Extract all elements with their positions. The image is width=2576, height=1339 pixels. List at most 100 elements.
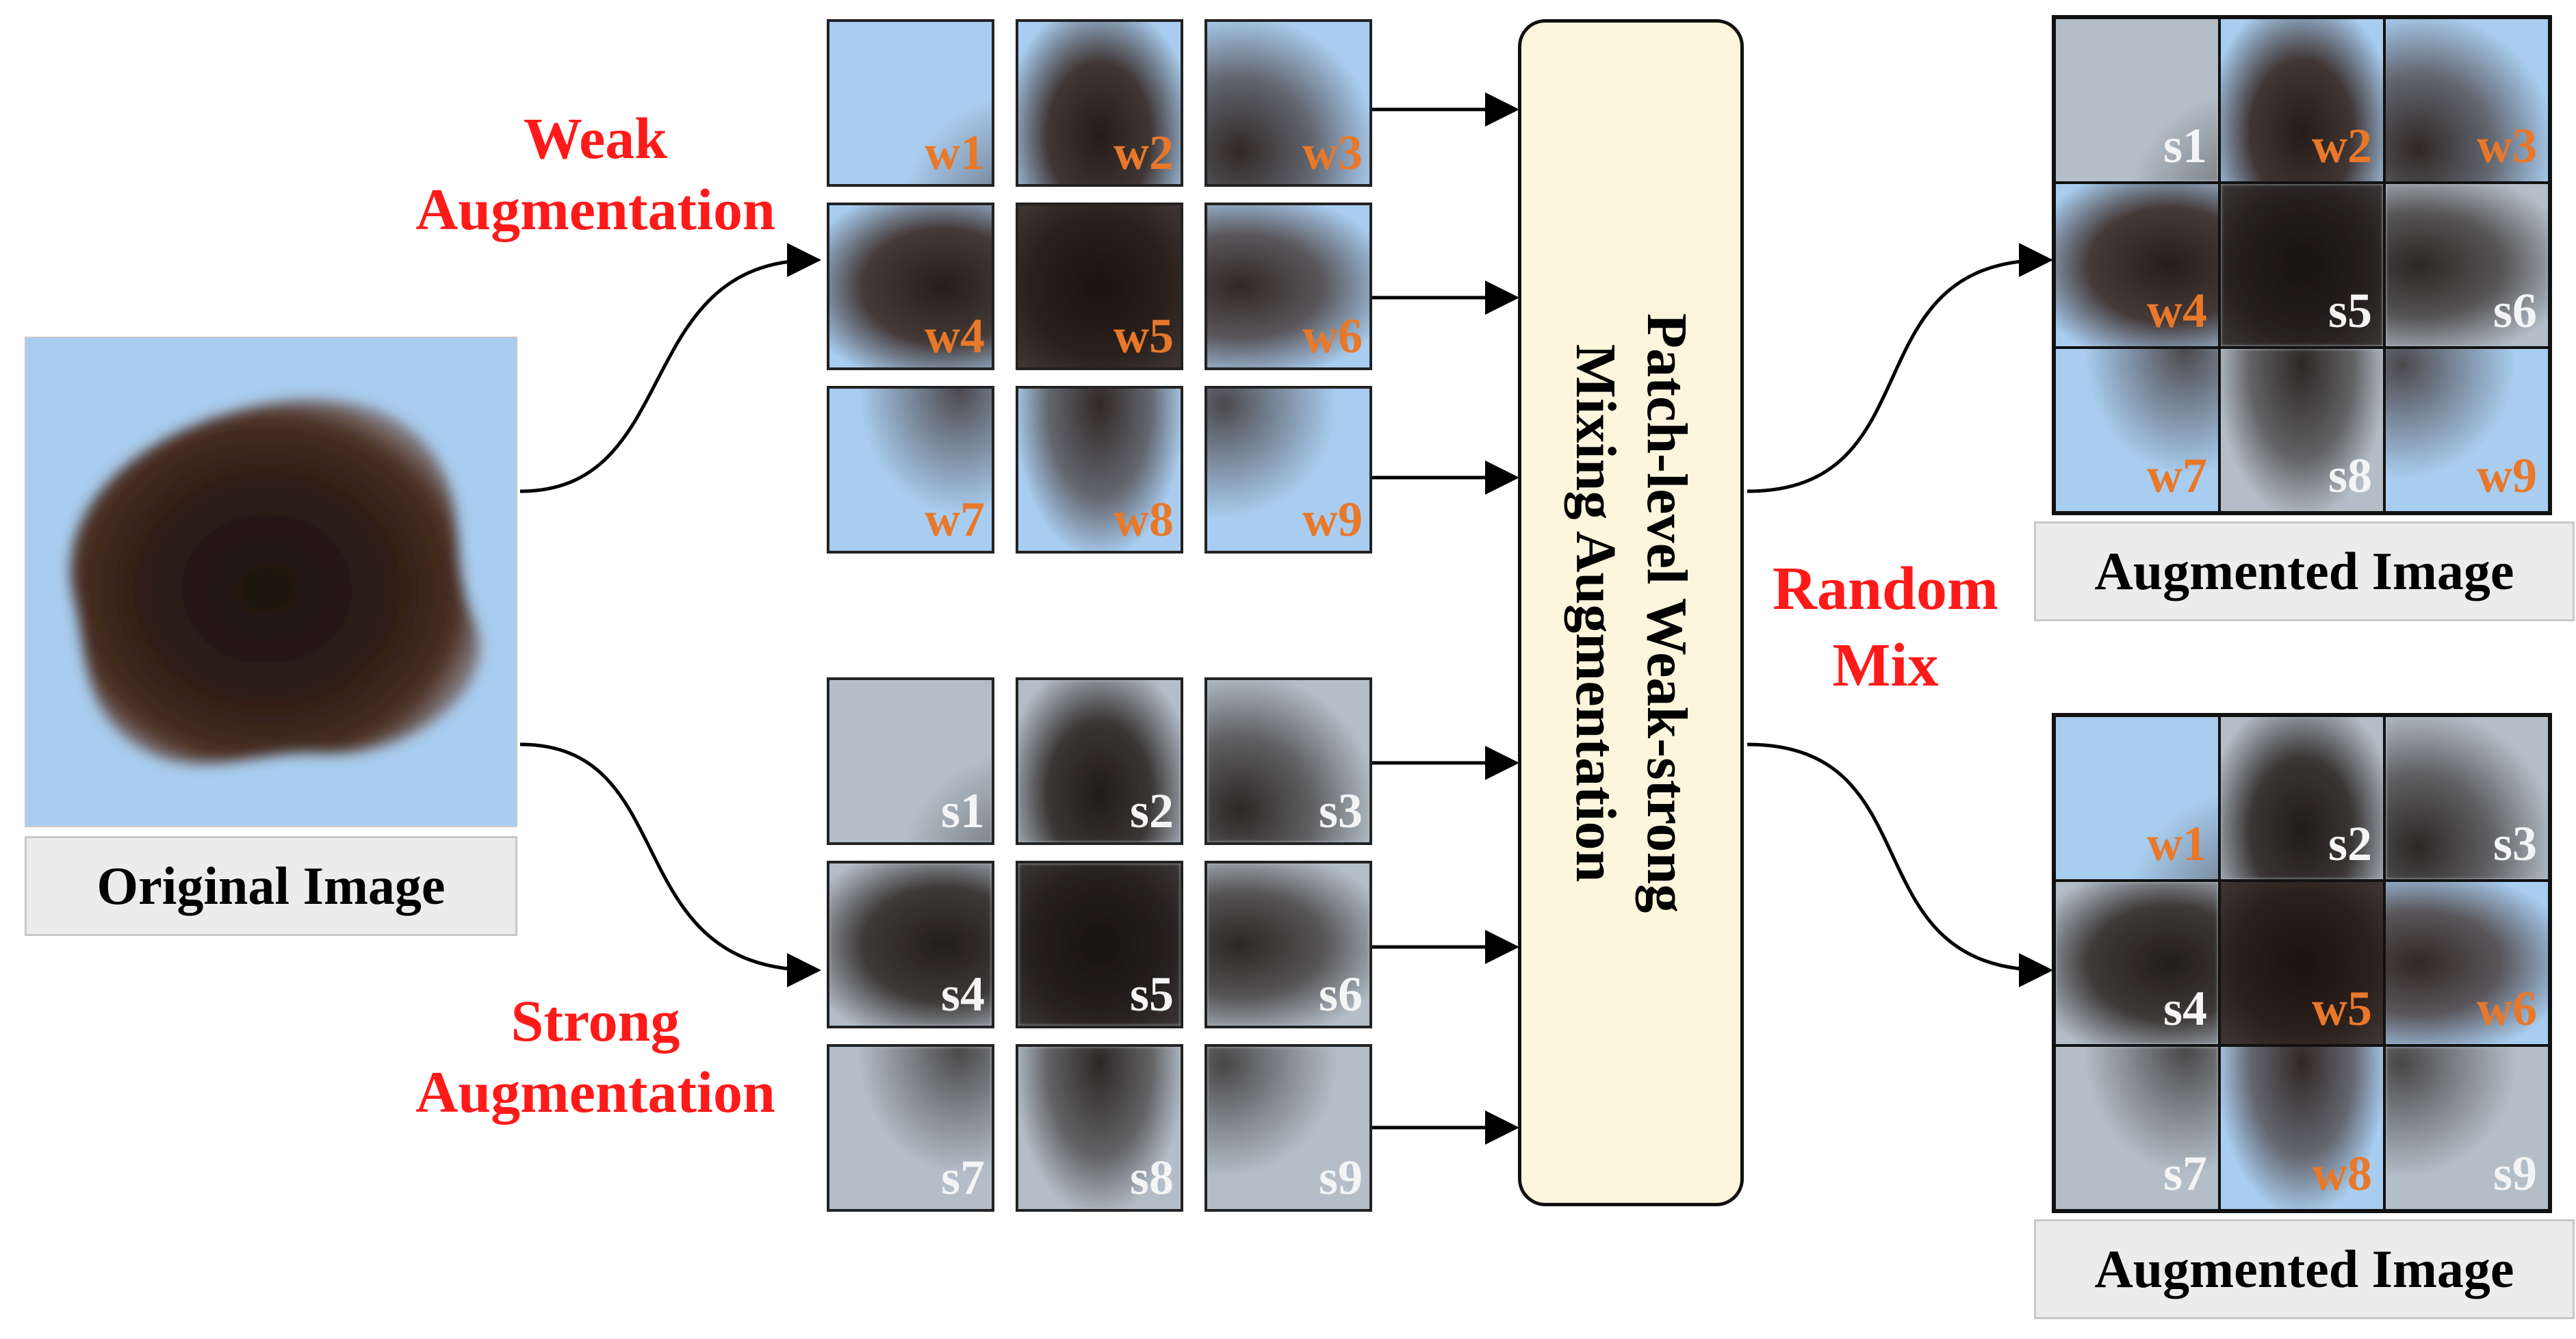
patch-label: s5 xyxy=(1129,967,1174,1022)
patch-label: s6 xyxy=(2493,283,2537,338)
weak-title-line1: Weak xyxy=(523,105,668,171)
patch-label: s2 xyxy=(2328,816,2372,871)
lesion-patch-fill xyxy=(829,1047,992,1209)
patch-label: s8 xyxy=(1129,1150,1174,1205)
lesion-patch-fill xyxy=(829,389,992,551)
lesion-patch-fill xyxy=(1207,22,1369,184)
strong-patch-s5: s5 xyxy=(1016,861,1183,1028)
strong-augmentation-label: Strong Augmentation xyxy=(370,985,821,1128)
output-patch-w8: w8 xyxy=(2219,1045,2384,1210)
weak-patch-w1: w1 xyxy=(827,19,994,187)
lesion-patch-fill xyxy=(1018,22,1181,184)
patch-label: w1 xyxy=(925,125,985,180)
lesion-patch-fill xyxy=(1018,1047,1181,1209)
lesion-patch-fill xyxy=(2221,717,2383,879)
patch-label: w6 xyxy=(1302,309,1363,363)
patch-label: s6 xyxy=(1318,967,1363,1022)
random-mix-label: Random Mix xyxy=(1742,551,2029,704)
lesion-patch-fill xyxy=(2221,19,2383,181)
strong-patch-s7: s7 xyxy=(827,1044,994,1212)
output-patch-s1: s1 xyxy=(2055,18,2219,183)
original-caption-text: Original Image xyxy=(96,856,446,915)
lesion-patch-fill xyxy=(1018,680,1181,842)
weak-patch-w4: w4 xyxy=(827,203,994,370)
patch-label: w6 xyxy=(2477,981,2537,1036)
mixing-box-line1: Patch-level Weak-strong xyxy=(1635,313,1699,913)
patch-label: s7 xyxy=(2163,1146,2207,1201)
patch-label: w2 xyxy=(2312,118,2372,173)
patch-label: w4 xyxy=(925,309,985,363)
weak-patch-w5: w5 xyxy=(1016,203,1183,370)
weak-patch-w9: w9 xyxy=(1205,386,1372,554)
patch-label: s9 xyxy=(1318,1150,1363,1205)
output-patch-s6: s6 xyxy=(2384,183,2549,348)
lesion-patch-fill xyxy=(1018,863,1181,1026)
patch-label: s7 xyxy=(940,1150,985,1205)
patch-label: s5 xyxy=(2328,283,2372,338)
lesion-patch-fill xyxy=(1018,389,1181,551)
lesion-patch-fill xyxy=(2056,19,2218,181)
output-patch-w3: w3 xyxy=(2384,18,2549,183)
patch-label: s1 xyxy=(940,783,985,838)
output-patch-w6: w6 xyxy=(2384,881,2549,1045)
output-patch-s8: s8 xyxy=(2219,348,2384,512)
patch-label: w3 xyxy=(2477,118,2537,173)
arrow-to-output-bottom xyxy=(1747,742,2053,987)
arrow-original-to-strong xyxy=(519,742,821,987)
output-patch-w7: w7 xyxy=(2055,348,2219,512)
lesion-patch-fill xyxy=(1018,205,1181,367)
lesion-patch-fill xyxy=(2386,882,2548,1044)
lesion-patch-fill xyxy=(2386,184,2548,346)
patch-label: s8 xyxy=(2328,448,2372,503)
lesion-patch-fill xyxy=(2386,717,2548,879)
lesion-patch-fill xyxy=(829,863,992,1026)
lesion-patch-fill xyxy=(2056,717,2218,879)
lesion-patch-fill xyxy=(1207,205,1369,367)
mixing-box-text: Patch-level Weak-strong Mixing Augmentat… xyxy=(1560,313,1702,912)
lesion-patch-fill xyxy=(2056,349,2218,511)
original-image xyxy=(25,337,517,827)
output-patch-w2: w2 xyxy=(2219,18,2384,183)
lesion-patch-fill xyxy=(2386,19,2548,181)
lesion-patch-fill xyxy=(1207,680,1369,842)
weak-patch-w2: w2 xyxy=(1016,19,1183,187)
patch-label: s3 xyxy=(1318,783,1363,838)
strong-title-line2: Augmentation xyxy=(415,1059,775,1125)
weak-patch-w3: w3 xyxy=(1205,19,1372,187)
strong-title-line1: Strong xyxy=(511,988,680,1054)
patch-label: w5 xyxy=(2312,981,2372,1036)
patch-label: w4 xyxy=(2147,283,2207,338)
strong-patch-s3: s3 xyxy=(1205,677,1372,845)
lesion-patch-fill xyxy=(2056,1047,2218,1209)
patch-label: w8 xyxy=(2312,1146,2372,1201)
lesion-patch-fill xyxy=(2386,349,2548,511)
patch-level-mixing-box: Patch-level Weak-strong Mixing Augmentat… xyxy=(1518,19,1744,1206)
patch-label: w5 xyxy=(1113,309,1174,363)
lesion-patch-fill xyxy=(1207,389,1369,551)
lesion-patch-fill xyxy=(1207,1047,1369,1209)
patch-label: w8 xyxy=(1113,492,1174,547)
lesion-patch-fill xyxy=(2221,184,2383,346)
patch-label: w1 xyxy=(2147,816,2207,871)
lesion-patch-fill xyxy=(2221,349,2383,511)
lesion-patch-fill xyxy=(2056,184,2218,346)
original-image-caption: Original Image xyxy=(25,836,517,936)
lesion-patch-fill xyxy=(829,205,992,367)
strong-patch-s8: s8 xyxy=(1016,1044,1183,1212)
weak-patch-w7: w7 xyxy=(827,386,994,554)
lesion-patch-fill xyxy=(2386,1047,2548,1209)
lesion-patch-fill xyxy=(2056,882,2218,1044)
output-patch-w5: w5 xyxy=(2219,881,2384,1045)
lesion-image xyxy=(26,338,516,826)
augmented-caption-top-text: Augmented Image xyxy=(2094,541,2514,601)
strong-patch-s6: s6 xyxy=(1205,861,1372,1028)
output-patch-s2: s2 xyxy=(2219,716,2384,881)
arrow-to-output-top xyxy=(1747,243,2053,493)
weak-patch-w6: w6 xyxy=(1205,203,1372,370)
output-patch-s3: s3 xyxy=(2384,716,2549,881)
